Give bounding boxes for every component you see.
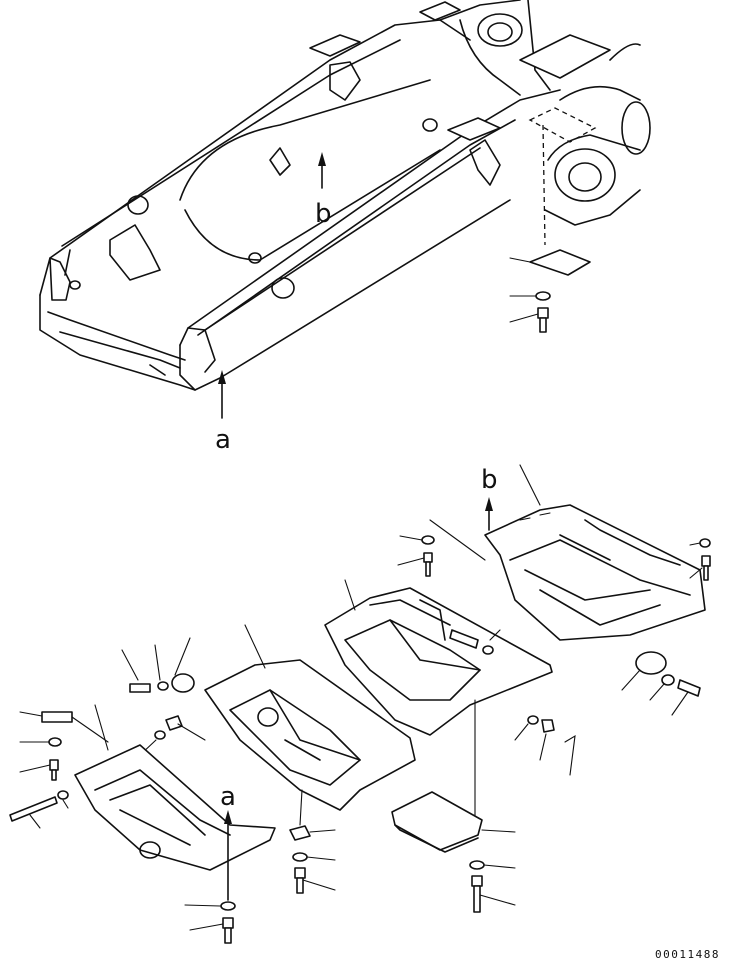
arrow-b-upper — [318, 152, 326, 189]
access-plate — [391, 791, 516, 853]
label-a-upper: a — [215, 425, 231, 455]
middle-rear-cover-hardware — [449, 629, 576, 831]
arrow-b-lower — [485, 497, 493, 531]
label-b-lower: b — [481, 465, 498, 495]
rear-under-cover — [484, 504, 706, 641]
label-b-upper: b — [315, 199, 332, 229]
arrow-a-lower — [224, 810, 232, 901]
access-plate-hardware — [469, 860, 516, 913]
label-a-lower: a — [220, 782, 236, 812]
middle-front-under-cover — [204, 624, 416, 811]
drawing-code: 00011488 — [655, 948, 720, 961]
front-under-cover — [74, 704, 276, 871]
main-frame — [39, 0, 651, 391]
middle-rear-under-cover — [324, 579, 553, 736]
front-cover-hardware — [9, 711, 236, 944]
rear-cover-hardware — [397, 464, 711, 716]
upper-cover-parts — [509, 249, 591, 333]
middle-front-cover-hardware — [121, 637, 336, 894]
arrow-a-upper — [218, 370, 226, 419]
